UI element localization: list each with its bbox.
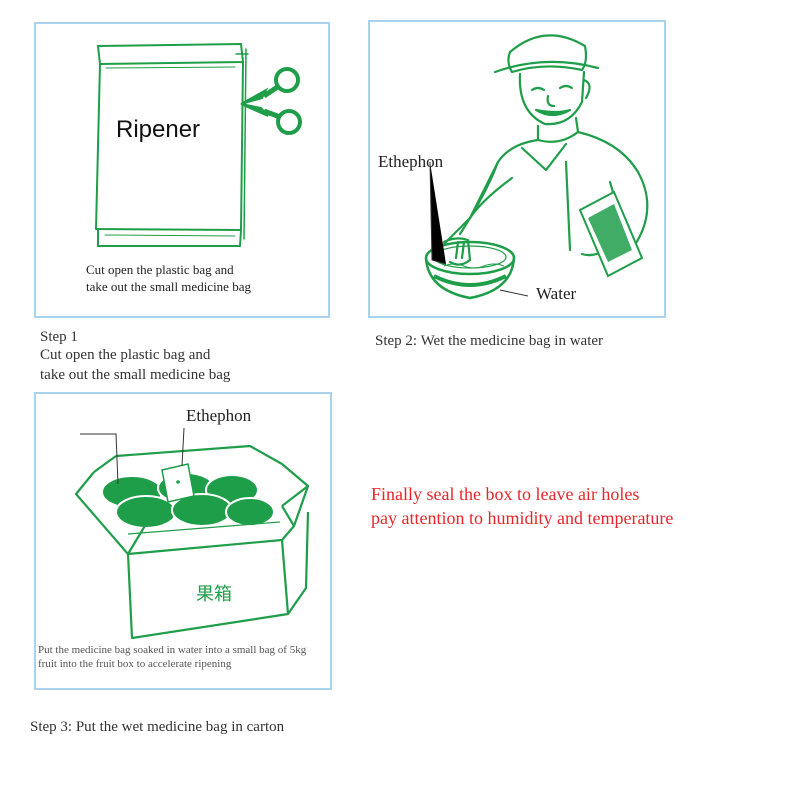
step3-panel: Ethephon 果箱 Put the medicine bag soaked … [34, 392, 332, 690]
farmer-soaking-illustration [424, 34, 649, 300]
step1-caption-title: Step 1 [40, 329, 78, 345]
medicine-packet-icon [578, 190, 644, 278]
step1-caption-line3: take out the small medicine bag [40, 367, 231, 383]
step3-inner-caption-line2: fruit into the fruit box to accelerate r… [38, 658, 232, 670]
step2-caption: Step 2: Wet the medicine bag in water [375, 333, 604, 349]
step1-panel: Ripener Cut open the plastic bag and tak… [34, 22, 330, 318]
step2-panel: Ethephon Water [368, 20, 666, 318]
fruit-box-illustration [74, 427, 310, 640]
fruit-box-label: 果箱 [196, 584, 232, 604]
step3-caption: Step 3: Put the wet medicine bag in cart… [30, 719, 285, 735]
ripener-label: Ripener [116, 116, 201, 143]
ripener-bag-illustration [95, 43, 302, 247]
final-note: Finally seal the box to leave air holes … [371, 482, 673, 530]
final-note-line2: pay attention to humidity and temperatur… [371, 508, 674, 528]
water-bowl-icon [424, 240, 516, 300]
ethephon-label: Ethephon [378, 152, 444, 171]
step1-inner-caption-line2: take out the small medicine bag [86, 279, 251, 294]
step3-inner-caption-line1: Put the medicine bag soaked in water int… [38, 644, 307, 656]
water-label: Water [536, 284, 577, 303]
final-note-line1: Finally seal the box to leave air holes [371, 484, 640, 504]
ethephon-tag-icon [161, 463, 195, 503]
step3-ethephon-label: Ethephon [186, 406, 252, 425]
step1-caption-line2: Cut open the plastic bag and [40, 347, 211, 363]
scissors-icon [240, 67, 302, 135]
step1-inner-caption-line1: Cut open the plastic bag and [86, 262, 234, 277]
